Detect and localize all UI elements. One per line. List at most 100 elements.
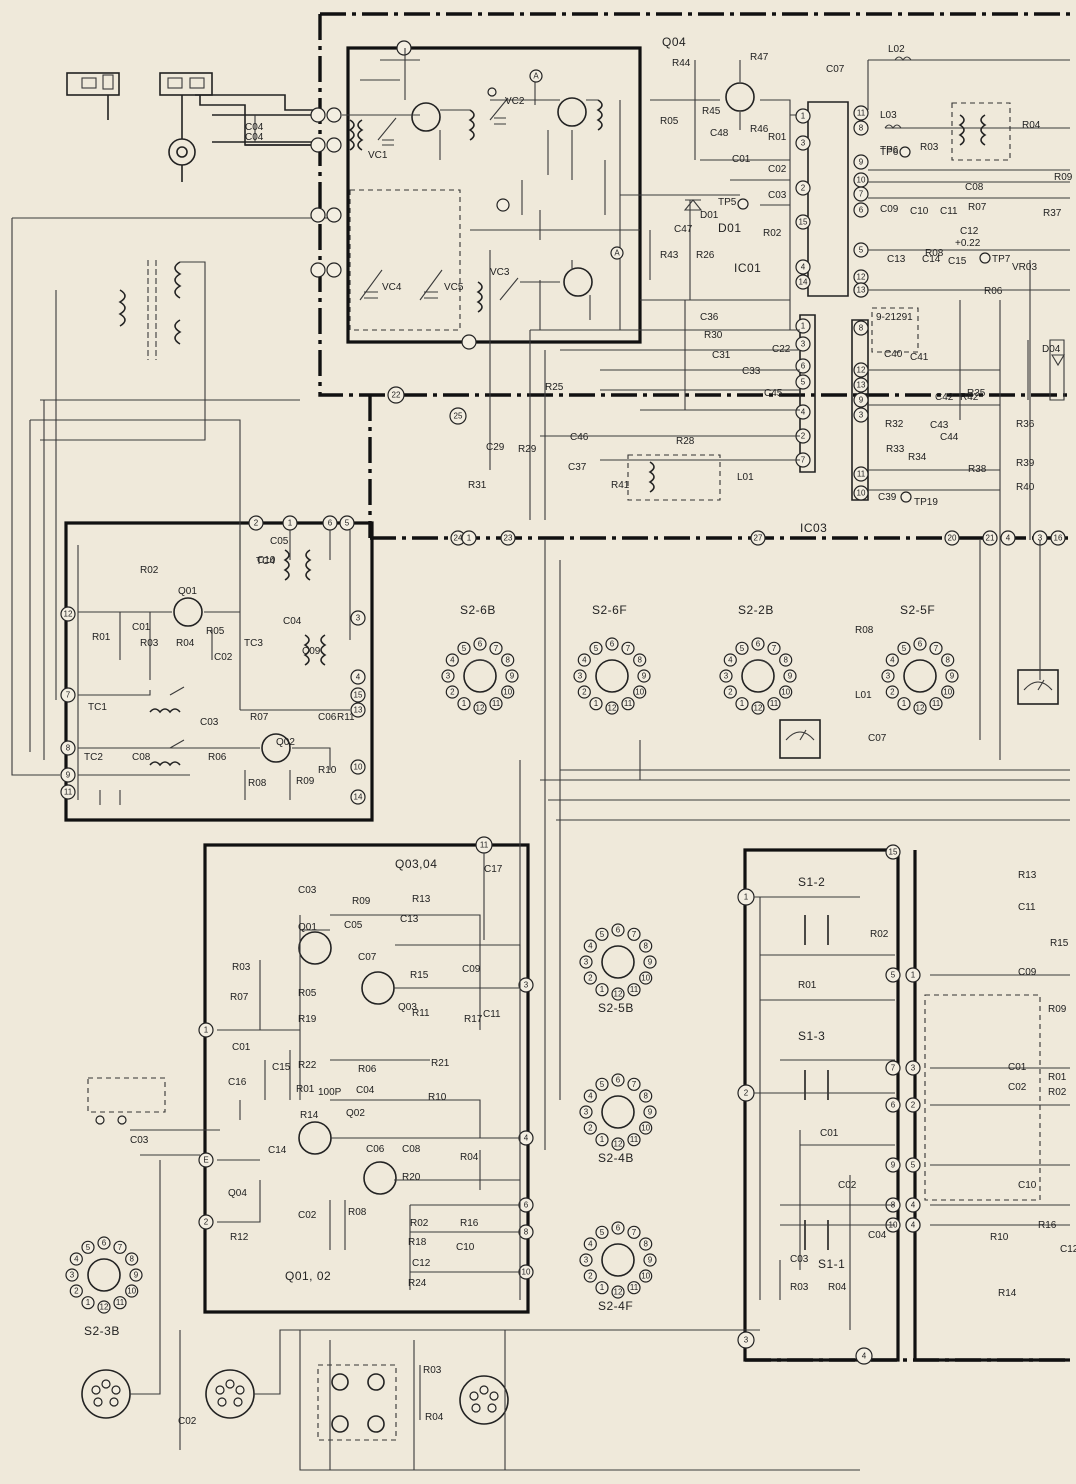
component-label: R08 bbox=[925, 248, 944, 259]
svg-text:6: 6 bbox=[756, 640, 761, 649]
component-label: C41 bbox=[910, 352, 929, 363]
component-label: C12 bbox=[1060, 1244, 1076, 1255]
component-label: R15 bbox=[410, 970, 429, 981]
component-label: C43 bbox=[930, 420, 949, 431]
svg-text:3: 3 bbox=[70, 1271, 75, 1280]
pin-number: 8 bbox=[859, 324, 864, 333]
svg-text:10: 10 bbox=[641, 1272, 650, 1281]
component-label: C15 bbox=[948, 256, 967, 267]
component-label: R01 bbox=[768, 132, 787, 143]
pin bbox=[198, 1022, 214, 1038]
component-label: C08 bbox=[402, 1144, 421, 1155]
coax-jack bbox=[168, 138, 196, 166]
label-s2-4f: S2-4F bbox=[598, 1299, 633, 1313]
svg-text:1: 1 bbox=[594, 699, 599, 708]
svg-text:9: 9 bbox=[788, 672, 793, 681]
component-label: C37 bbox=[568, 462, 587, 473]
component-label: R17 bbox=[464, 1014, 483, 1025]
svg-text:4: 4 bbox=[588, 942, 593, 951]
svg-text:12: 12 bbox=[614, 1140, 623, 1149]
pin bbox=[795, 259, 811, 275]
amp-left-pins: 1E2 bbox=[198, 1022, 214, 1230]
svg-text:25: 25 bbox=[454, 412, 463, 421]
svg-text:7: 7 bbox=[772, 644, 777, 653]
component-label: C10 bbox=[257, 555, 276, 566]
component-label: R04 bbox=[425, 1412, 444, 1423]
svg-text:1: 1 bbox=[600, 1135, 605, 1144]
svg-text:2: 2 bbox=[582, 688, 587, 697]
pin bbox=[853, 154, 869, 170]
component-label: C45 bbox=[764, 388, 783, 399]
din-connector-3 bbox=[459, 1375, 509, 1425]
pin bbox=[500, 530, 516, 546]
interconnect-wires bbox=[519, 540, 1070, 1300]
antenna-wires bbox=[107, 95, 320, 182]
pin-number: 9 bbox=[891, 1161, 896, 1170]
svg-text:12: 12 bbox=[916, 704, 925, 713]
component-label: C08 bbox=[965, 182, 984, 193]
label-ic03: IC03 bbox=[800, 521, 827, 535]
ic01-if-can bbox=[951, 102, 1011, 161]
terminal-slot bbox=[167, 77, 183, 89]
label-vc1: VC1 bbox=[368, 150, 388, 161]
terminal-slot bbox=[189, 77, 205, 89]
svg-text:1: 1 bbox=[902, 699, 907, 708]
component-label: R02 bbox=[140, 565, 159, 576]
svg-text:3: 3 bbox=[724, 672, 729, 681]
component-label: R01 bbox=[296, 1084, 315, 1095]
svg-text:11: 11 bbox=[932, 699, 941, 708]
svg-text:9: 9 bbox=[648, 1256, 653, 1265]
label-s2-5f: S2-5F bbox=[900, 603, 935, 617]
rf-input-lines bbox=[212, 114, 320, 143]
pin-number: E bbox=[203, 1156, 208, 1165]
svg-text:6: 6 bbox=[616, 926, 621, 935]
pin bbox=[198, 1214, 214, 1230]
rca-jack-box bbox=[317, 1364, 397, 1441]
component-label: C36 bbox=[700, 312, 719, 323]
pin bbox=[795, 214, 811, 230]
component-label: C04 bbox=[356, 1085, 375, 1096]
component-label: C05 bbox=[344, 920, 363, 931]
component-label: Q02 bbox=[276, 737, 295, 748]
rf-wiring bbox=[342, 48, 640, 330]
pin-number: 2 bbox=[254, 519, 259, 528]
component-label: C02 bbox=[298, 1210, 317, 1221]
component-label: C40 bbox=[884, 349, 903, 360]
component-label: R37 bbox=[1043, 208, 1062, 219]
component-label: C09 bbox=[302, 646, 321, 657]
pin bbox=[350, 789, 366, 805]
pin bbox=[905, 1157, 921, 1173]
component-label: L02 bbox=[888, 44, 905, 55]
svg-text:5: 5 bbox=[740, 644, 745, 653]
label-s2-4b: S2-4B bbox=[598, 1151, 634, 1165]
pin-number: 5 bbox=[859, 246, 864, 255]
component-label: R10 bbox=[428, 1092, 447, 1103]
component-label: C14 bbox=[922, 254, 941, 265]
svg-text:12: 12 bbox=[614, 1288, 623, 1297]
svg-text:7: 7 bbox=[118, 1243, 123, 1252]
pin-number: 5 bbox=[345, 519, 350, 528]
component-label: R03 bbox=[790, 1282, 809, 1293]
pin-number: 10 bbox=[857, 176, 866, 185]
component-label: R06 bbox=[208, 752, 227, 763]
component-label: R35 bbox=[967, 388, 986, 399]
component-label: TC1 bbox=[88, 702, 107, 713]
svg-text:A: A bbox=[614, 249, 620, 258]
svg-text:2: 2 bbox=[588, 1124, 593, 1133]
pin bbox=[750, 530, 766, 546]
label-s1-2: S1-2 bbox=[798, 875, 825, 889]
component-label: R04 bbox=[1022, 120, 1041, 131]
svg-text:11: 11 bbox=[630, 985, 639, 994]
component-label: R07 bbox=[230, 992, 249, 1003]
vc3 bbox=[499, 277, 519, 301]
component-labels: C04L02C07R44R47R45R46C48R05C01R01C02C03R… bbox=[84, 44, 1076, 1427]
component-label: C16 bbox=[228, 1077, 247, 1088]
svg-text:9: 9 bbox=[648, 958, 653, 967]
label-vc2: VC2 bbox=[505, 96, 525, 107]
label-s2-3b: S2-3B bbox=[84, 1324, 120, 1338]
pin-number: 14 bbox=[354, 793, 363, 802]
pin-number: 12 bbox=[857, 273, 866, 282]
